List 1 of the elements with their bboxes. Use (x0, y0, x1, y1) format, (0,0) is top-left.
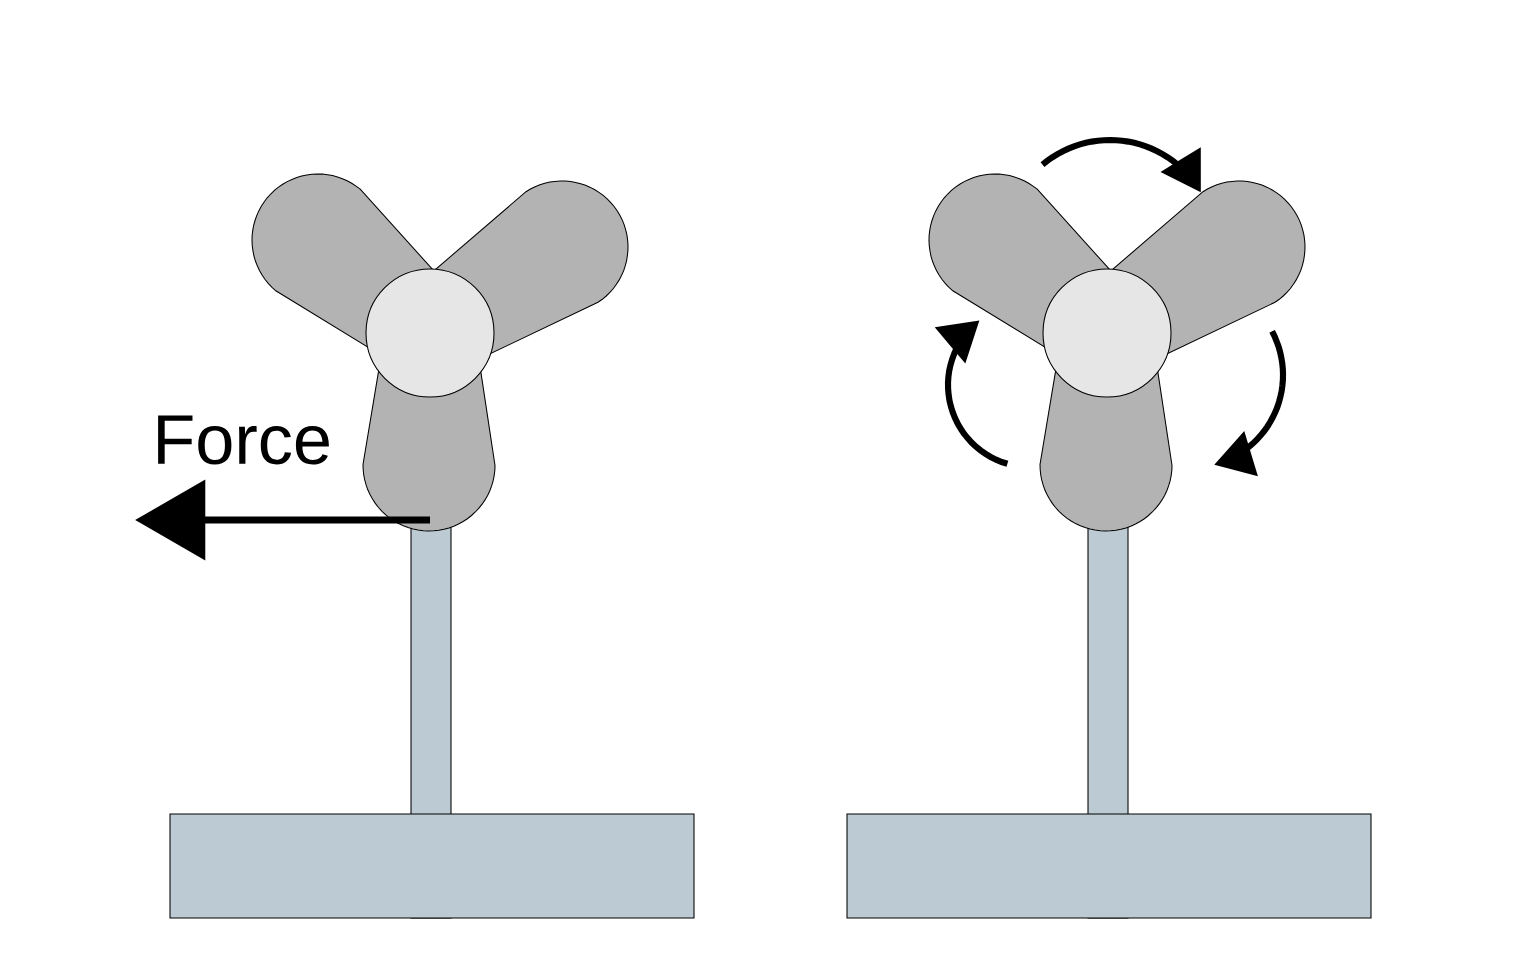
force-label: Force (158, 415, 329, 465)
